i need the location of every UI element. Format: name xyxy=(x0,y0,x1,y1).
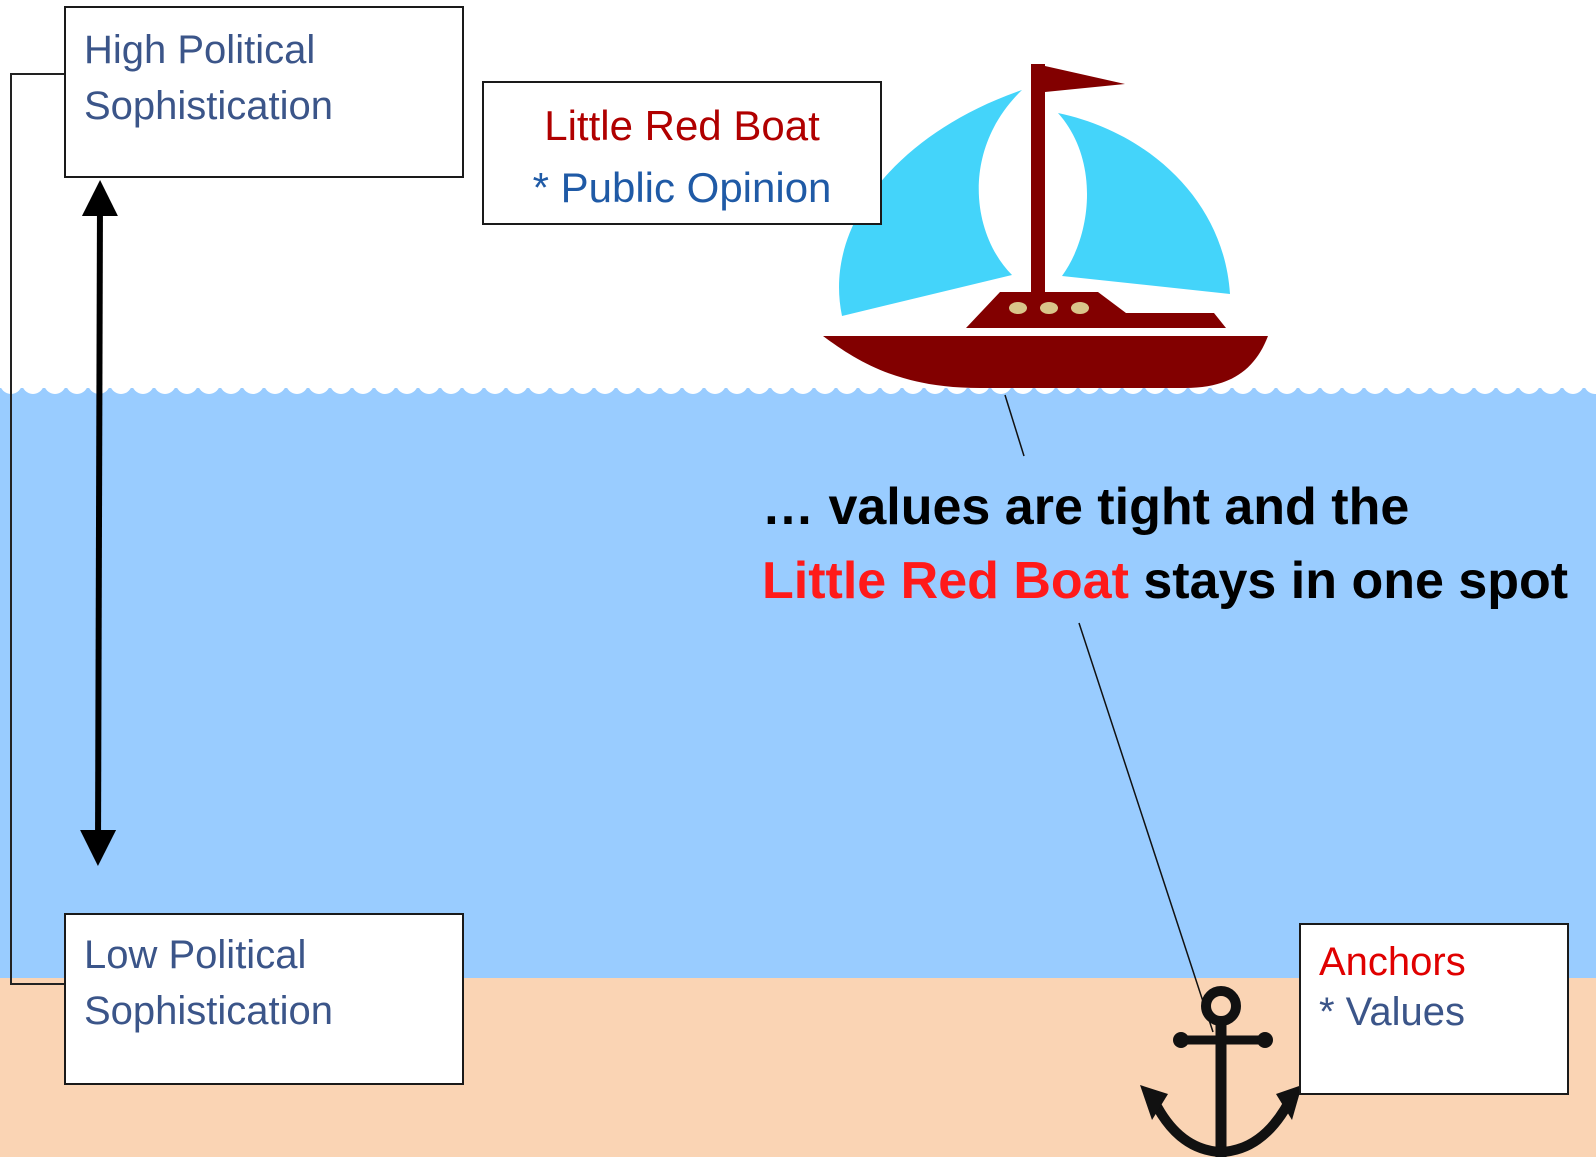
anchor-stock-end xyxy=(1173,1032,1189,1048)
flag xyxy=(1045,66,1125,92)
caption-highlight: Little Red Boat xyxy=(762,552,1129,610)
anchor-rope xyxy=(1078,622,1214,1033)
caption-line2: Little Red Boat stays in one spot xyxy=(762,544,1592,618)
left-bracket xyxy=(10,73,64,985)
caption-line1: … values are tight and the xyxy=(762,478,1410,536)
anchor-icon xyxy=(1140,986,1302,1157)
right-sail xyxy=(1058,113,1230,294)
low-sophistication-label: Low Political Sophistication xyxy=(64,913,464,1085)
porthole xyxy=(1040,302,1058,314)
boat-label-title: Little Red Boat xyxy=(544,102,820,149)
boat-pointer-line xyxy=(1004,394,1025,457)
low-label-line1: Low Political xyxy=(84,933,307,977)
boat-label-item: * Public Opinion xyxy=(532,164,832,211)
water-foam xyxy=(0,366,1596,394)
porthole xyxy=(1009,302,1027,314)
cabin xyxy=(966,292,1226,328)
low-label-line2: Sophistication xyxy=(84,989,334,1033)
left-sail xyxy=(839,90,1022,316)
high-label-line1: High Political xyxy=(84,28,316,72)
foam-band xyxy=(0,366,1596,383)
mast xyxy=(1031,64,1045,296)
anchor-stock-end xyxy=(1257,1032,1273,1048)
anchor-label-title: Anchors xyxy=(1319,940,1466,984)
hull xyxy=(823,336,1268,388)
caption: … values are tight and the Little Red Bo… xyxy=(762,470,1592,618)
anchor-arms xyxy=(1145,1089,1299,1157)
high-label-line2: Sophistication xyxy=(84,84,334,128)
sailboat-icon xyxy=(823,64,1268,388)
anchor-label: Anchors * Values xyxy=(1299,923,1569,1095)
anchor-fluke-right xyxy=(1276,1085,1302,1120)
caption-rest: stays in one spot xyxy=(1128,552,1569,610)
water xyxy=(0,388,1596,980)
anchor-fluke-left xyxy=(1140,1085,1168,1120)
double-headed-arrow xyxy=(80,180,118,866)
porthole xyxy=(1071,302,1089,314)
anchor-label-item: * Values xyxy=(1319,990,1466,1034)
high-sophistication-label: High Political Sophistication xyxy=(64,6,464,178)
boat-label: Little Red Boat * Public Opinion xyxy=(482,81,882,225)
